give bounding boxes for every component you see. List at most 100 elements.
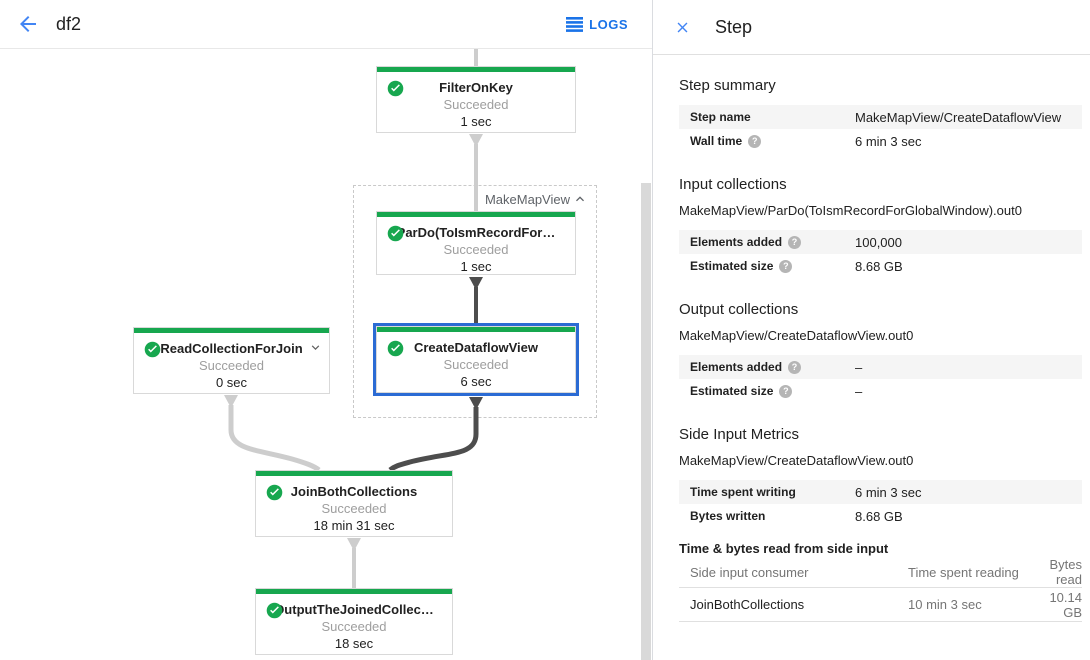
metric-label: Estimated size (690, 384, 774, 398)
node-status: Succeeded (443, 357, 509, 372)
metric-row-elements-added: Elements added 100,000 (679, 230, 1082, 254)
group-label: MakeMapView (484, 191, 570, 207)
group-collapse-toggle[interactable]: MakeMapView (485, 191, 588, 207)
chevron-up-icon (576, 196, 584, 202)
node-status: Succeeded (321, 501, 387, 516)
metric-row-estimated-size: Estimated size – (679, 379, 1082, 403)
side-input-table-heading: Time & bytes read from side input (679, 541, 889, 556)
node-time: 18 sec (334, 636, 374, 651)
time-spent-reading: 10 min 3 sec (908, 587, 1028, 622)
help-icon[interactable] (748, 134, 762, 148)
chevron-down-icon (311, 345, 320, 350)
column-header: Side input consumer (679, 557, 908, 588)
panel-header: Step (653, 0, 1090, 55)
node-status: Succeeded (443, 97, 509, 112)
logs-label: LOGS (589, 16, 628, 32)
close-panel-button[interactable] (674, 19, 691, 36)
help-icon[interactable] (779, 259, 793, 273)
toolbar: df2 LOGS (0, 0, 652, 49)
check-circle-icon (387, 340, 404, 357)
status-bar (377, 67, 575, 72)
metric-label: Estimated size (690, 259, 774, 273)
metric-label: Elements added (690, 235, 783, 249)
table-header-row: Side input consumer Time spent reading B… (679, 557, 1082, 588)
status-bar (377, 212, 575, 217)
vertical-scrollbar[interactable] (641, 183, 651, 660)
check-circle-icon (266, 484, 283, 501)
check-circle-icon (387, 80, 404, 97)
check-circle-icon (266, 602, 283, 619)
panel-body: Step summary Step name MakeMapView/Creat… (653, 78, 1090, 622)
output-collection-name: MakeMapView/CreateDataflowView.out0 (679, 328, 914, 343)
graph-node-joinbothcollections[interactable]: JoinBothCollections Succeeded 18 min 31 … (255, 470, 453, 537)
logs-button[interactable]: LOGS (566, 0, 628, 48)
bytes-read: 10.14 GB (1028, 587, 1082, 622)
node-time: 18 min 31 sec (313, 518, 395, 533)
status-bar (134, 328, 329, 333)
node-time: 1 sec (460, 259, 492, 274)
check-circle-icon (387, 225, 404, 242)
node-status: Succeeded (321, 619, 387, 634)
node-time: 0 sec (215, 375, 248, 390)
help-icon[interactable] (779, 384, 793, 398)
side-input-table: Side input consumer Time spent reading B… (679, 557, 1082, 622)
side-input-consumer: JoinBothCollections (679, 587, 908, 622)
check-circle-icon (144, 341, 161, 358)
status-bar (256, 589, 452, 594)
side-input-collection-name: MakeMapView/CreateDataflowView.out0 (679, 453, 914, 468)
node-title: OutputTheJoinedCollec… (274, 602, 434, 617)
graph-node-readcollectionforjoin[interactable]: ReadCollectionForJoin Succeeded 0 sec (133, 327, 330, 394)
metric-value: 8.68 GB (855, 258, 903, 274)
metric-value: 8.68 GB (855, 508, 903, 524)
column-header: Time spent reading (908, 557, 1028, 588)
metric-label: Step name (690, 110, 751, 124)
graph-node-pardo-toismrecord[interactable]: ParDo(ToIsmRecordFor… Succeeded 1 sec (376, 211, 576, 275)
input-collection-name: MakeMapView/ParDo(ToIsmRecordForGlobalWi… (679, 203, 1022, 218)
section-heading-input-collections: Input collections (679, 176, 787, 193)
status-bar (377, 327, 575, 332)
node-title: CreateDataflowView (413, 340, 539, 355)
node-status: Succeeded (198, 358, 265, 373)
panel-title: Step (715, 17, 753, 37)
node-title: JoinBothCollections (290, 484, 418, 499)
arrow-back-icon (20, 16, 36, 32)
logs-icon (566, 16, 584, 32)
table-row: JoinBothCollections 10 min 3 sec 10.14 G… (679, 587, 1082, 622)
metric-value: MakeMapView/CreateDataflowView (855, 109, 1062, 125)
node-title: ParDo(ToIsmRecordFor… (396, 225, 556, 240)
node-title: FilterOnKey (439, 80, 513, 95)
help-icon[interactable] (788, 360, 802, 374)
metric-value: – (855, 359, 863, 375)
metric-value: 6 min 3 sec (855, 133, 922, 149)
job-title: df2 (56, 14, 82, 34)
graph-node-outputthejoinedcollection[interactable]: OutputTheJoinedCollec… Succeeded 18 sec (255, 588, 453, 655)
node-time: 6 sec (460, 374, 492, 389)
metric-row-time-spent-writing: Time spent writing 6 min 3 sec (679, 480, 1082, 504)
back-button[interactable] (16, 12, 40, 36)
node-expand-toggle[interactable] (308, 340, 323, 360)
close-icon (677, 22, 688, 33)
graph-node-createdataflowview[interactable]: CreateDataflowView Succeeded 6 sec (376, 326, 576, 393)
metric-row-estimated-size: Estimated size 8.68 GB (679, 254, 1082, 278)
metric-row-step-name: Step name MakeMapView/CreateDataflowView (679, 105, 1082, 129)
help-icon[interactable] (788, 235, 802, 249)
node-status: Succeeded (443, 242, 509, 257)
metric-row-elements-added: Elements added – (679, 355, 1082, 379)
metric-row-bytes-written: Bytes written 8.68 GB (679, 504, 1082, 528)
metric-value: 100,000 (855, 234, 902, 250)
column-header: Bytes read (1028, 557, 1082, 588)
metric-row-wall-time: Wall time 6 min 3 sec (679, 129, 1082, 153)
metric-label: Time spent writing (690, 485, 796, 499)
status-bar (256, 471, 452, 476)
graph-node-filteronkey[interactable]: FilterOnKey Succeeded 1 sec (376, 66, 576, 133)
metric-label: Wall time (690, 134, 743, 148)
section-heading-output-collections: Output collections (679, 301, 799, 318)
node-title: ReadCollectionForJoin (160, 341, 303, 356)
metric-value: 6 min 3 sec (855, 484, 922, 500)
metric-label: Elements added (690, 360, 783, 374)
panel-divider (652, 0, 653, 660)
section-heading-side-input-metrics: Side Input Metrics (679, 426, 800, 443)
step-details-panel: Step Step summary Step name MakeMapView/… (653, 0, 1090, 660)
node-time: 1 sec (460, 114, 492, 129)
